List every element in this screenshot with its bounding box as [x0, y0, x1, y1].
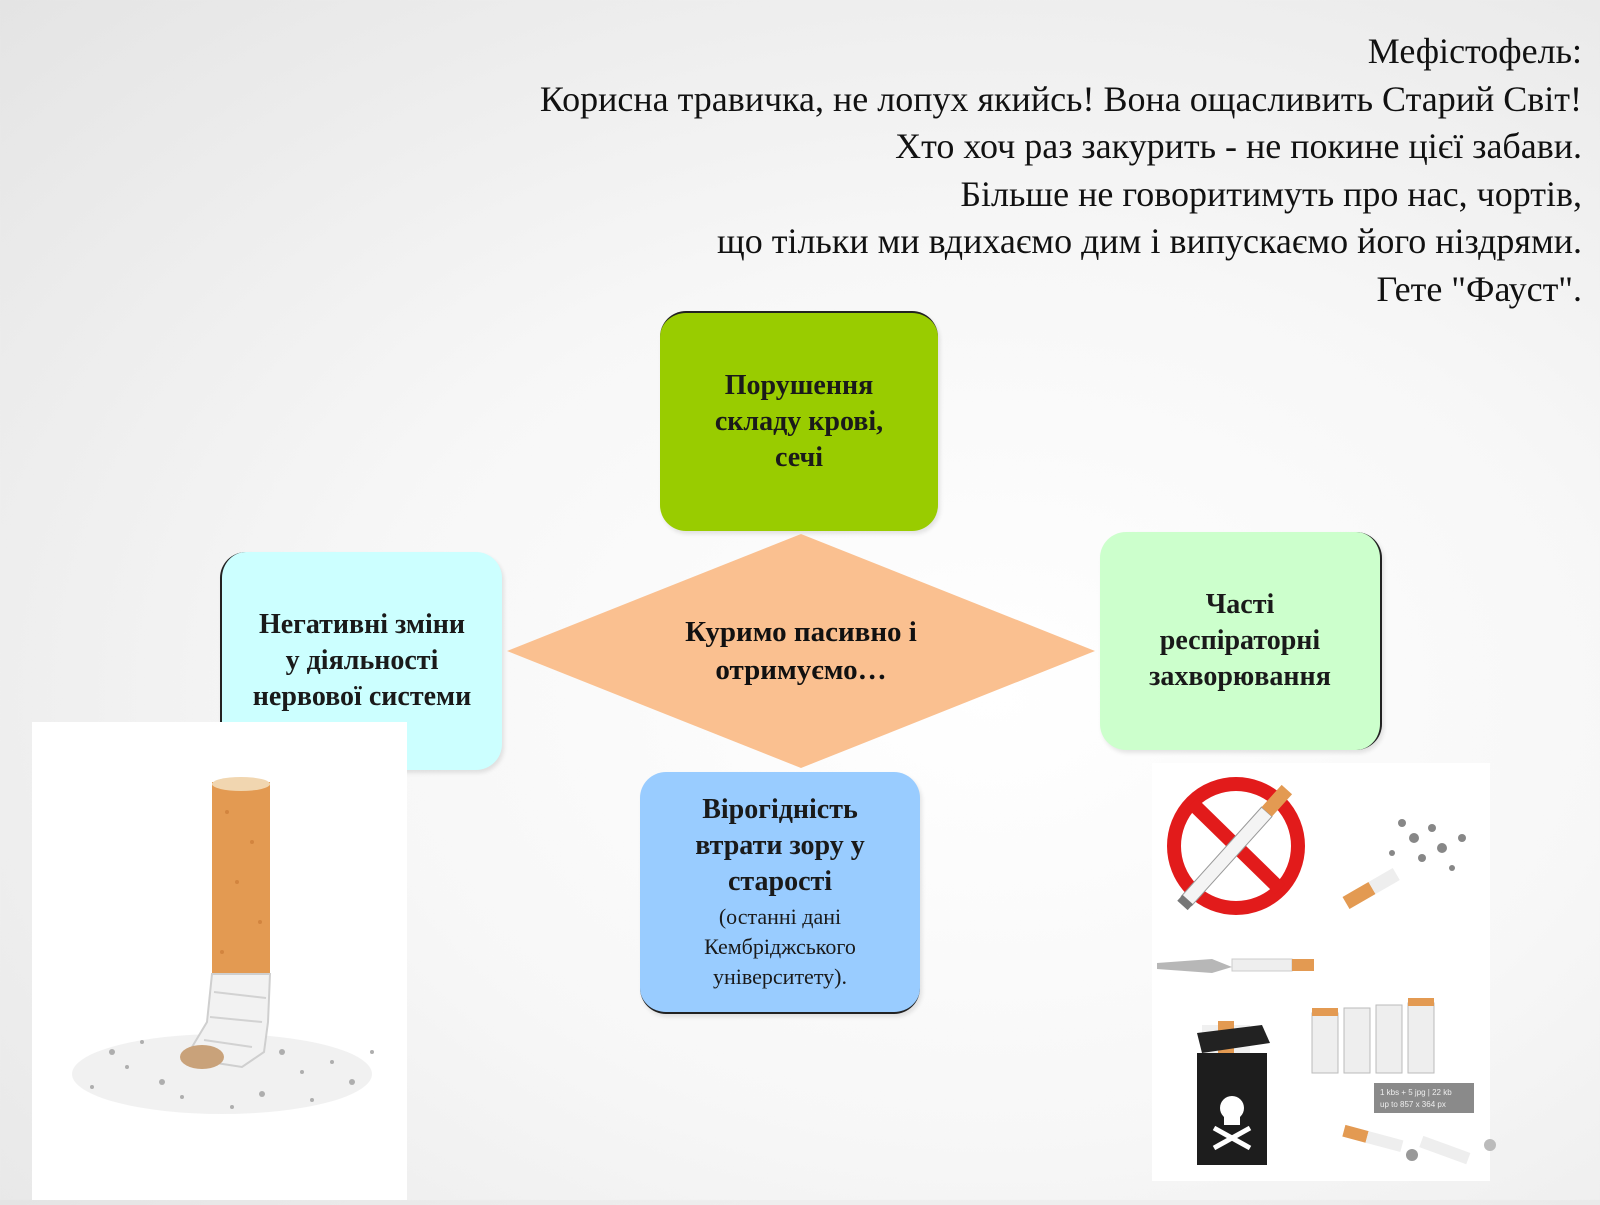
- diagram-box-bottom: Вірогідність втрати зору у старості (ост…: [640, 772, 920, 1014]
- box-right-line: захворювання: [1149, 661, 1331, 692]
- quote-line: Корисна травичка, не лопух якийсь! Вона …: [539, 78, 1582, 119]
- box-top-line: сечі: [774, 442, 824, 473]
- quote-line: Мефістофель:: [1367, 31, 1582, 71]
- box-bottom-note: (останні дані Кембріджського університет…: [704, 902, 856, 992]
- goethe-quote: Мефістофель: Корисна травичка, не лопух …: [282, 28, 1582, 313]
- box-bottom-note-line: Кембріджського: [704, 934, 856, 959]
- quote-line: Хто хоч раз закурить - не покине цієї за…: [895, 126, 1582, 166]
- broken-cigarette-icon: [1342, 1124, 1471, 1165]
- no-smoking-icon: [1167, 777, 1305, 915]
- center-line: отримуємо…: [715, 654, 887, 686]
- anti-smoking-collage: 1 kbs + 5 jpg | 22 kb up to 857 x 364 px: [1152, 763, 1490, 1181]
- ash-cigarette-icon: [1342, 819, 1466, 910]
- box-bottom-note-line: університету).: [713, 964, 847, 989]
- box-right-line: Часті: [1205, 589, 1275, 620]
- center-diamond: [507, 534, 1095, 768]
- box-left-line: нервової системи: [252, 681, 472, 712]
- box-right-line: респіраторні: [1159, 625, 1321, 656]
- box-bottom-line: старості: [727, 866, 833, 897]
- diagram-box-top: Порушення складу крові, сечі: [660, 311, 938, 531]
- cigarette-butt-icon: [72, 777, 374, 1114]
- center-diamond-label: Куримо пасивно і отримуємо…: [505, 532, 1097, 770]
- box-left-line: Негативні зміни: [258, 609, 466, 640]
- box-bottom-line: втрати зору у: [695, 830, 865, 861]
- box-bottom-note-line: (останні дані: [718, 904, 842, 929]
- box-top-line: складу крові,: [714, 406, 884, 437]
- quote-line: що тільки ми вдихаємо дим і випускаємо й…: [717, 221, 1582, 261]
- stop-cigarettes-icon: 1 kbs + 5 jpg | 22 kb up to 857 x 364 px: [1311, 998, 1474, 1113]
- cigarette-pack-skull-icon: [1197, 1021, 1270, 1165]
- box-top-line: Порушення: [724, 370, 874, 401]
- collage-stamp-text: 1 kbs + 5 jpg | 22 kb: [1380, 1088, 1452, 1097]
- slide-indicator-dot: [1484, 1139, 1496, 1151]
- quote-line: Гете "Фауст".: [1376, 268, 1582, 309]
- diagram-box-right: Часті респіраторні захворювання: [1100, 532, 1382, 750]
- center-diamond-shape: [507, 534, 1095, 768]
- cigarette-butt-photo: [32, 722, 407, 1200]
- burnt-cigarette-icon: [1157, 958, 1314, 973]
- center-line: Куримо пасивно і: [685, 616, 917, 648]
- quote-line: Більше не говоритимуть про нас, чортів,: [960, 173, 1582, 214]
- collage-stamp-text: up to 857 x 364 px: [1380, 1100, 1446, 1109]
- box-bottom-line: Вірогідність: [702, 794, 858, 825]
- collage-svg: 1 kbs + 5 jpg | 22 kb up to 857 x 364 px: [1157, 777, 1474, 1165]
- box-left-line: у діяльності: [285, 645, 439, 676]
